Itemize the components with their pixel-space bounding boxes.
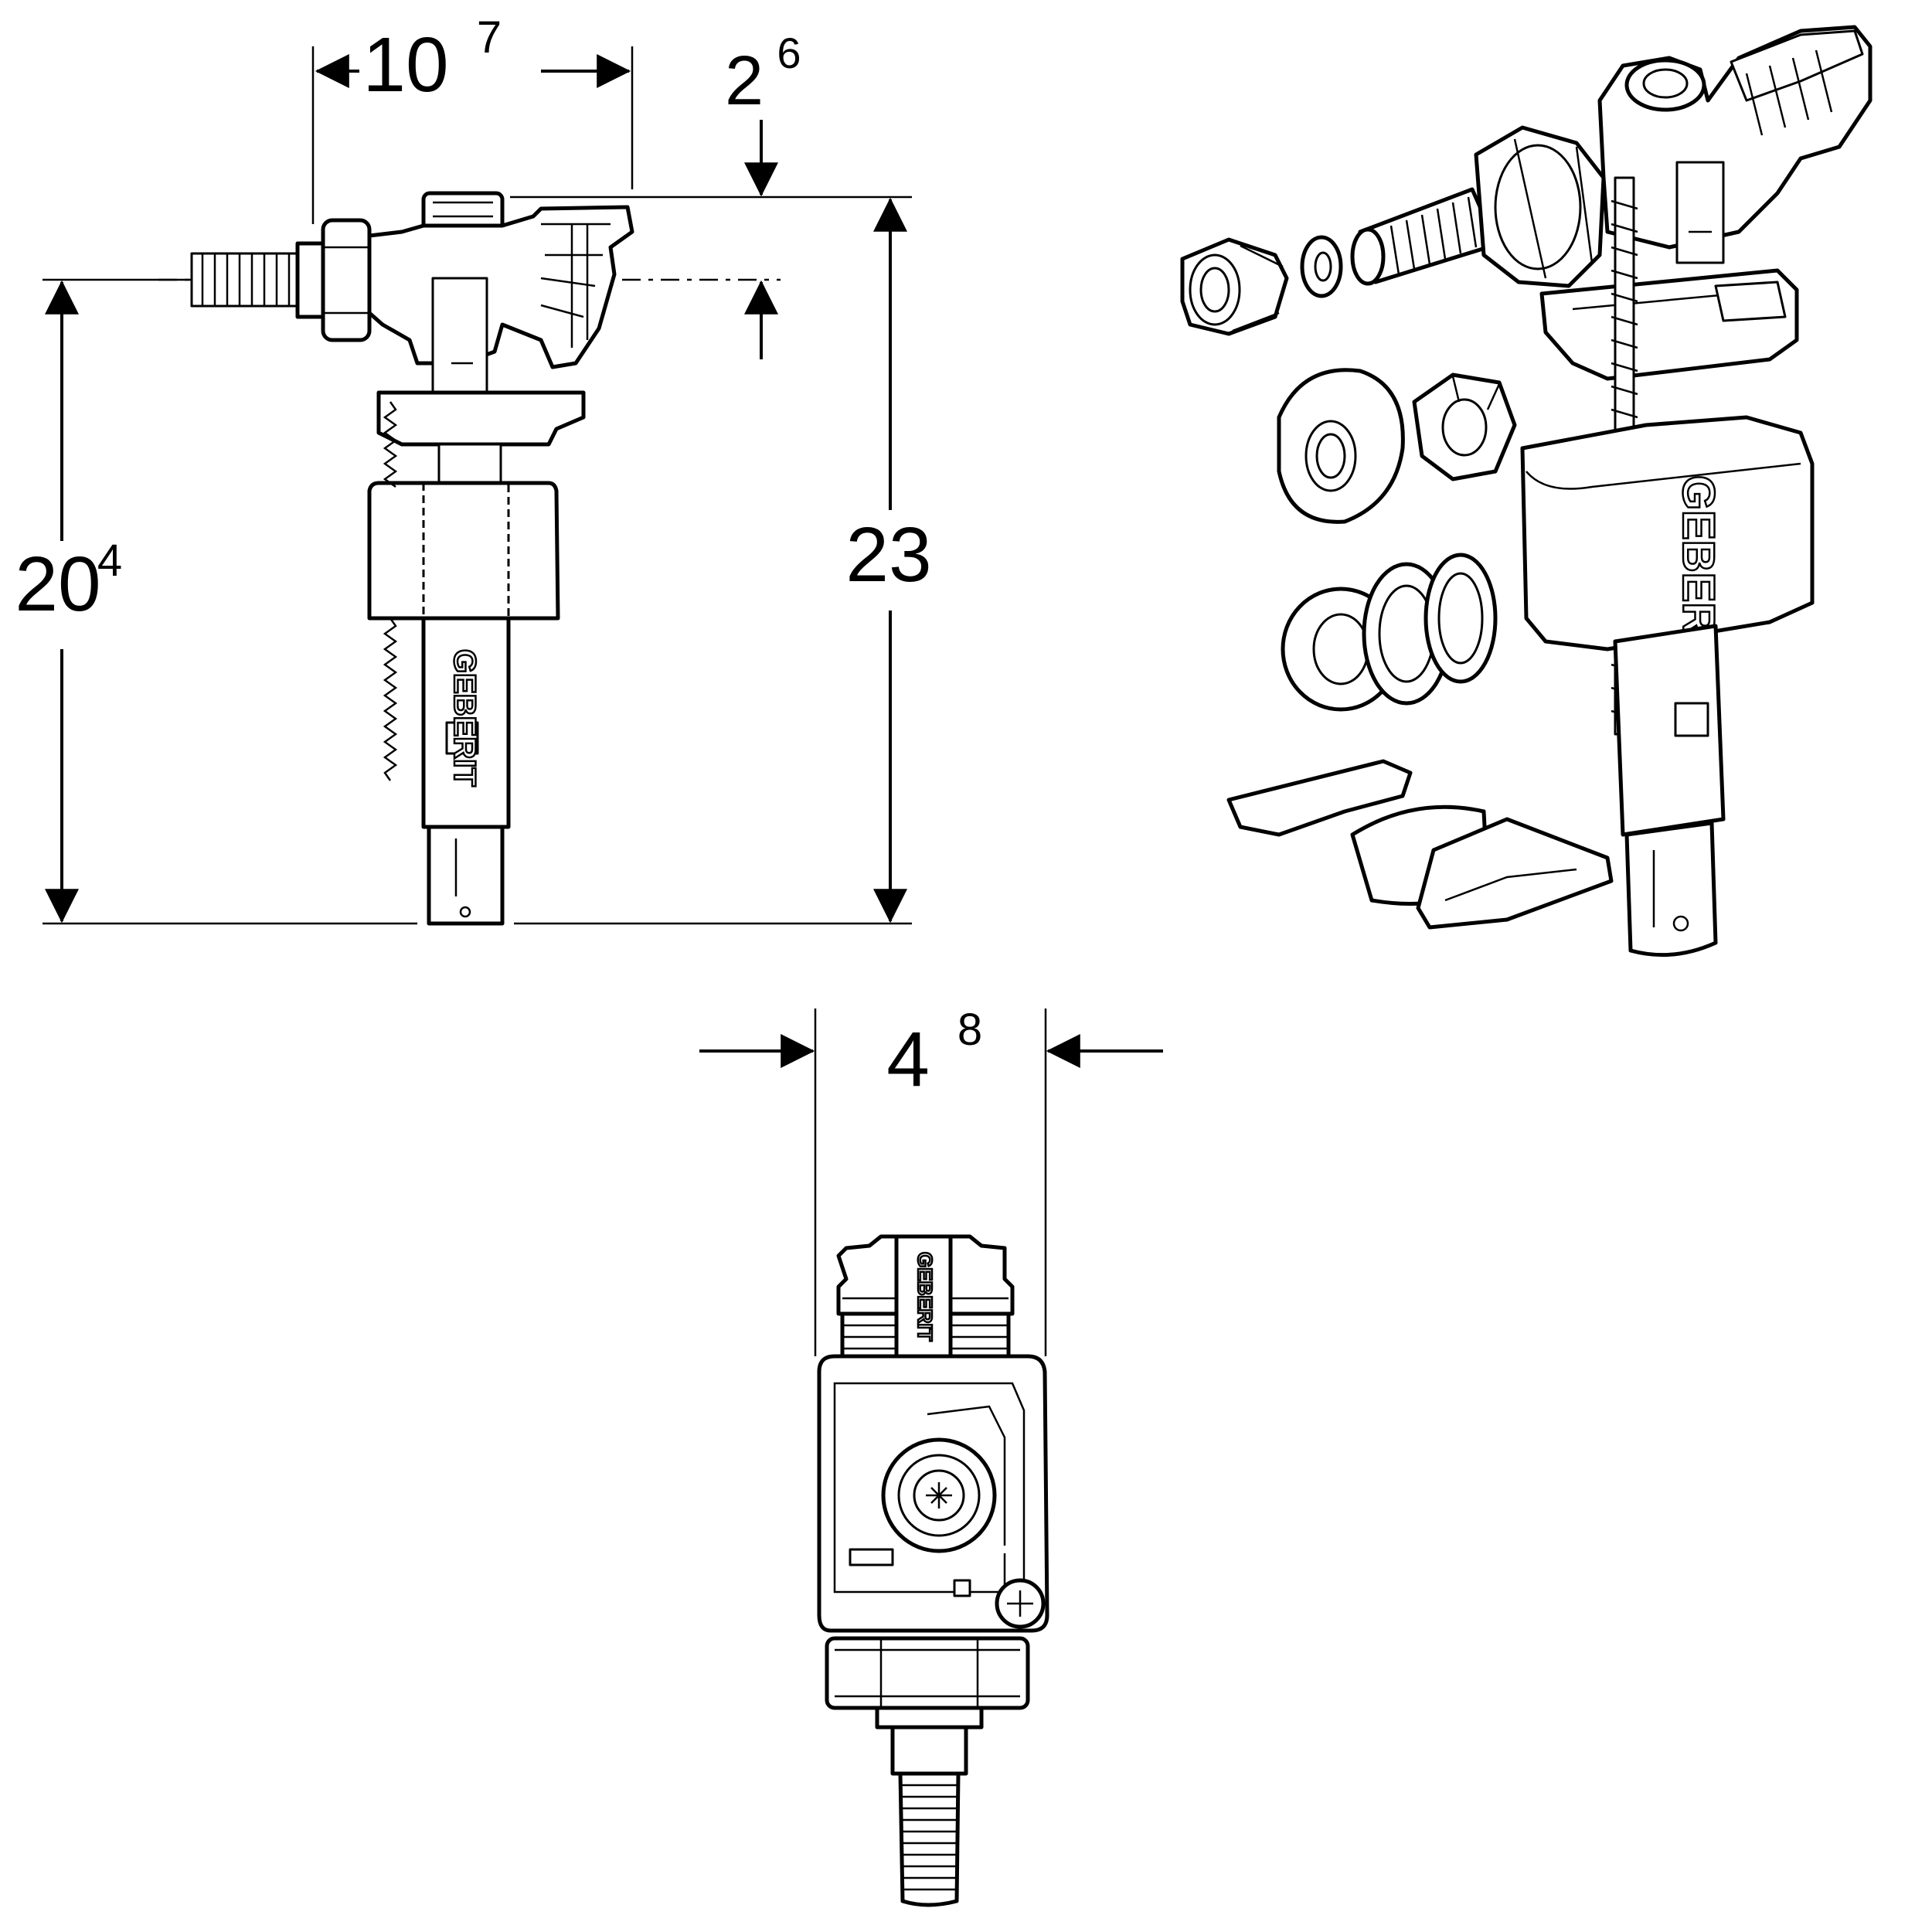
small-washer bbox=[1300, 235, 1343, 298]
center-screw-icon bbox=[926, 1482, 952, 1509]
brand-logo-side: GEBERIT bbox=[447, 649, 481, 787]
dim-offset-top-sup: 6 bbox=[777, 29, 801, 77]
coupling-nut bbox=[1180, 237, 1289, 336]
float-cup bbox=[367, 481, 560, 621]
front-view-valve: GEBERIT bbox=[817, 1234, 1049, 1907]
dimension-height-right: 23 bbox=[845, 197, 932, 923]
valve-head-iso bbox=[1597, 25, 1872, 264]
threaded-tail bbox=[898, 1771, 961, 1907]
valve-housing bbox=[367, 205, 634, 369]
dim-height-left-main: 20 bbox=[15, 541, 100, 628]
float-arm-collar-iso bbox=[1539, 268, 1799, 381]
clip-bracket-iso bbox=[1226, 759, 1614, 930]
dim-height-right-main: 23 bbox=[845, 512, 931, 598]
union-nut-iso bbox=[1474, 125, 1606, 288]
inlet-nut bbox=[321, 218, 372, 342]
dim-width-bottom-sup: 8 bbox=[957, 1005, 982, 1055]
front-view: 4 8 GEBERIT bbox=[699, 1005, 1163, 1907]
valve-stem bbox=[431, 277, 488, 396]
bottom-tube-iso bbox=[1624, 821, 1718, 957]
seal-washer-iso bbox=[1277, 368, 1405, 524]
float-arm-bracket bbox=[376, 390, 586, 447]
bottom-tube bbox=[427, 825, 505, 926]
dimension-height-left: 20 4 bbox=[15, 280, 122, 923]
dim-width-top-main: 10 bbox=[362, 22, 448, 108]
hex-nut-iso bbox=[1412, 372, 1517, 481]
side-view-valve: GEBERIT bbox=[190, 191, 634, 926]
dimension-offset-top: 2 6 bbox=[725, 29, 801, 359]
isometric-view: GEBERIT bbox=[1180, 25, 1872, 957]
brand-logo-front: GEBERIT bbox=[913, 1252, 937, 1342]
lower-union-nut bbox=[825, 1636, 1030, 1710]
side-view: 10 7 2 6 20 4 23 bbox=[15, 12, 932, 926]
dim-height-left-sup: 4 bbox=[97, 536, 122, 586]
column-square-mark bbox=[445, 721, 479, 755]
dimension-width-bottom: 4 8 bbox=[699, 1005, 1163, 1103]
adjustment-spring-top bbox=[383, 401, 398, 488]
lower-column-iso bbox=[1613, 624, 1726, 957]
inlet-thread bbox=[190, 252, 301, 308]
threaded-inlet-iso bbox=[1350, 187, 1490, 286]
dim-width-top-sup: 7 bbox=[477, 12, 502, 63]
dim-width-bottom-main: 4 bbox=[886, 1016, 930, 1103]
washer-stack-iso bbox=[1281, 553, 1498, 712]
adjustment-spring-bottom bbox=[383, 617, 398, 781]
plus-screw-icon bbox=[1007, 1590, 1033, 1617]
dim-offset-top-main: 2 bbox=[725, 43, 764, 120]
dimension-width-top: 10 7 bbox=[315, 12, 631, 108]
